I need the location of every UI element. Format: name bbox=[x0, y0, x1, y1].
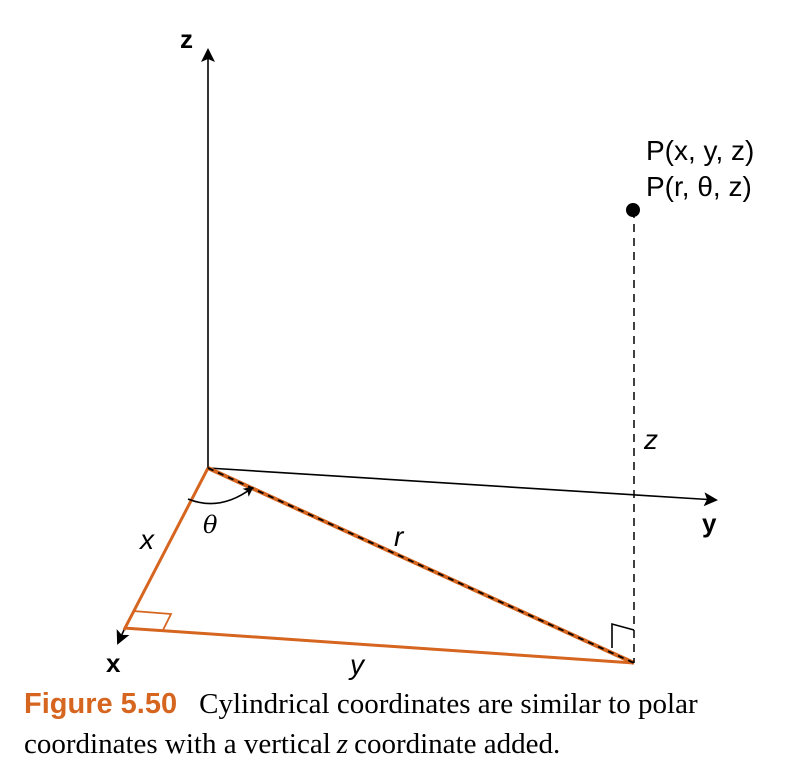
right-angle-marker-z bbox=[611, 622, 635, 648]
r-segment-label: r bbox=[394, 521, 405, 552]
figure-number: Figure 5.50 bbox=[24, 688, 178, 720]
caption-text-before: Cylindrical coordinates are similar to p… bbox=[24, 688, 698, 760]
x-segment-label: x bbox=[138, 524, 155, 555]
point-p bbox=[626, 203, 640, 217]
theta-arc bbox=[187, 486, 254, 505]
point-cylindrical-label: P(r, θ, z) bbox=[646, 171, 752, 202]
x-segment bbox=[122, 467, 210, 631]
caption-text-after: coordinate added. bbox=[354, 728, 561, 760]
point-cartesian-label: P(x, y, z) bbox=[646, 135, 754, 166]
x-axis-label: x bbox=[106, 648, 121, 678]
theta-label: θ bbox=[203, 511, 218, 539]
y-segment bbox=[123, 626, 635, 665]
cylindrical-coordinates-diagram: z y x θ P(x, y, z) P(r, θ, z) x y r z bbox=[106, 24, 754, 680]
caption-variable: z bbox=[336, 728, 349, 760]
x-axis bbox=[116, 629, 130, 645]
r-segment-dashes bbox=[207, 467, 635, 664]
y-axis-label: y bbox=[702, 508, 717, 538]
y-axis bbox=[207, 467, 718, 507]
z-axis-label: z bbox=[180, 24, 193, 54]
z-segment-label: z bbox=[643, 424, 658, 455]
right-angle-marker-xy bbox=[132, 610, 173, 631]
y-segment-label: y bbox=[348, 649, 366, 680]
